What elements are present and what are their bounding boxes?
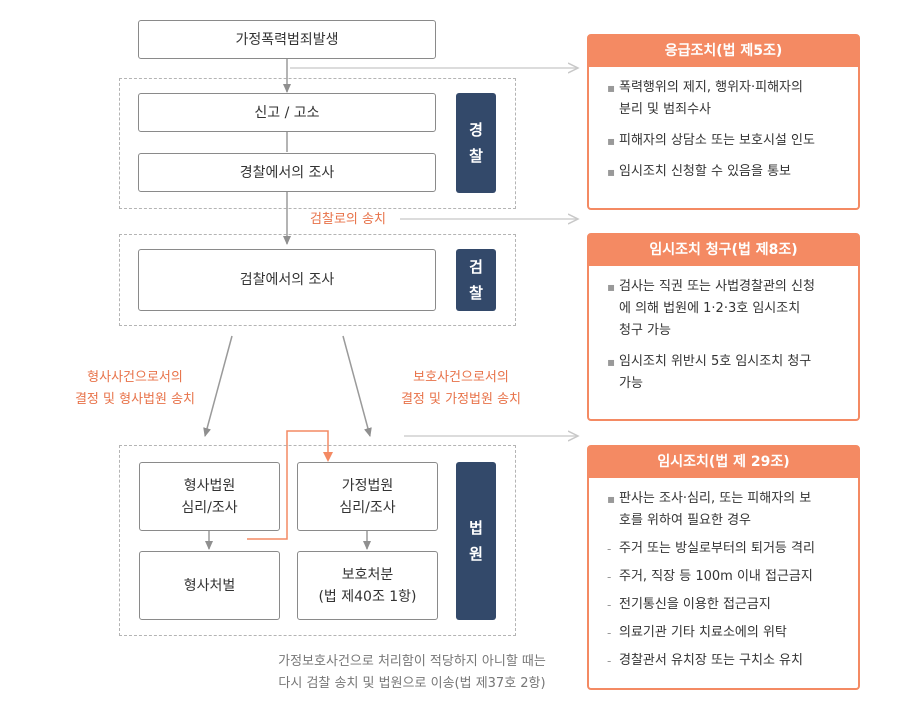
report-box: 신고 / 고소 [138, 93, 436, 132]
arrow-criminal-route [203, 335, 233, 437]
list-item-text: 주거, 직장 등 100m 이내 접근금지 [619, 569, 813, 584]
list-item-text: 임시조치 위반시 5호 임시조치 청구 가능 [619, 354, 812, 391]
list-item: ▪임시조치 위반시 5호 임시조치 청구 가능 [607, 351, 844, 395]
list-item: ▪판사는 조사·심리, 또는 피해자의 보 호를 위하여 필요한 경우 [607, 488, 844, 532]
list-item: -전기통신을 이용한 접근금지 [607, 594, 844, 616]
protective-disposition-box: 보호처분 (법 제40조 1항) [297, 551, 438, 620]
list-item-text: 전기통신을 이용한 접근금지 [619, 597, 771, 612]
court-label: 법 원 [456, 462, 496, 620]
prosecution-group [119, 234, 516, 326]
temporary-measure-request-title: 임시조치 청구(법 제8조) [589, 235, 858, 266]
list-item-text: 경찰관서 유치장 또는 구치소 유치 [619, 653, 803, 668]
list-item-text: 판사는 조사·심리, 또는 피해자의 보 호를 위하여 필요한 경우 [619, 491, 812, 528]
list-item: ▪임시조치 신청할 수 있음을 통보 [607, 161, 844, 183]
temporary-measure-request-panel: 임시조치 청구(법 제8조) ▪검사는 직권 또는 사법경찰관의 신청 에 의해… [587, 233, 860, 421]
list-item-text: 주거 또는 방실로부터의 퇴거등 격리 [619, 541, 815, 556]
arrow-transfer-to-family-court [247, 430, 333, 540]
police-investigation-box: 경찰에서의 조사 [138, 153, 436, 192]
list-item: ▪검사는 직권 또는 사법경찰관의 신청 에 의해 법원에 1·2·3호 임시조… [607, 276, 844, 342]
court-group [119, 445, 516, 636]
bullet-icon: ▪ [607, 355, 616, 369]
list-item-text: 검사는 직권 또는 사법경찰관의 신청 에 의해 법원에 1·2·3호 임시조치… [619, 279, 815, 338]
dash-icon: - [607, 542, 612, 556]
list-item: -의료기관 기타 치료소에의 위탁 [607, 622, 844, 644]
list-item: -주거, 직장 등 100m 이내 접근금지 [607, 566, 844, 588]
criminal-punishment-box: 형사처벌 [139, 551, 280, 620]
dash-icon: - [607, 654, 612, 668]
list-item-text: 피해자의 상담소 또는 보호시설 인도 [619, 133, 815, 148]
dash-icon: - [607, 570, 612, 584]
list-item-text: 폭력행위의 제지, 행위자·피해자의 분리 및 범죄수사 [619, 80, 803, 117]
emergency-measure-panel: 응급조치(법 제5조) ▪폭력행위의 제지, 행위자·피해자의 분리 및 범죄수… [587, 34, 860, 210]
list-item: -주거 또는 방실로부터의 퇴거등 격리 [607, 538, 844, 560]
bullet-icon: ▪ [607, 81, 616, 95]
bullet-icon: ▪ [607, 280, 616, 294]
start-box: 가정폭력범죄발생 [138, 20, 436, 59]
bullet-icon: ▪ [607, 134, 616, 148]
list-item: ▪폭력행위의 제지, 행위자·피해자의 분리 및 범죄수사 [607, 77, 844, 121]
prosecution-label: 검 찰 [456, 249, 496, 311]
dash-icon: - [607, 598, 612, 612]
list-item-text: 의료기관 기타 치료소에의 위탁 [619, 625, 787, 640]
temporary-measure-title: 임시조치(법 제 29조) [589, 447, 858, 478]
family-court-box: 가정법원 심리/조사 [297, 462, 438, 531]
temporary-measure-panel: 임시조치(법 제 29조) ▪판사는 조사·심리, 또는 피해자의 보 호를 위… [587, 445, 860, 690]
to-prosecution-label: 검찰로의 송치 [310, 212, 386, 227]
bullet-icon: ▪ [607, 165, 616, 179]
prosecution-investigation-box: 검찰에서의 조사 [138, 249, 436, 311]
list-item-text: 임시조치 신청할 수 있음을 통보 [619, 164, 792, 179]
protection-route-label: 보호사건으로서의 결정 및 가정법원 송치 [400, 370, 522, 407]
bullet-icon: ▪ [607, 492, 616, 506]
emergency-measure-title: 응급조치(법 제5조) [589, 36, 858, 67]
list-item: -경찰관서 유치장 또는 구치소 유치 [607, 650, 844, 672]
arrow-protection-route [342, 335, 372, 437]
criminal-court-box: 형사법원 심리/조사 [139, 462, 280, 531]
list-item: ▪피해자의 상담소 또는 보호시설 인도 [607, 130, 844, 152]
criminal-route-label: 형사사건으로서의 결정 및 형사법원 송치 [74, 370, 196, 407]
police-group [119, 78, 516, 209]
dash-icon: - [607, 626, 612, 640]
police-label: 경 찰 [456, 93, 496, 193]
bottom-note: 가정보호사건으로 처리함이 적당하지 아니할 때는 다시 검찰 송치 및 법원으… [278, 654, 546, 691]
